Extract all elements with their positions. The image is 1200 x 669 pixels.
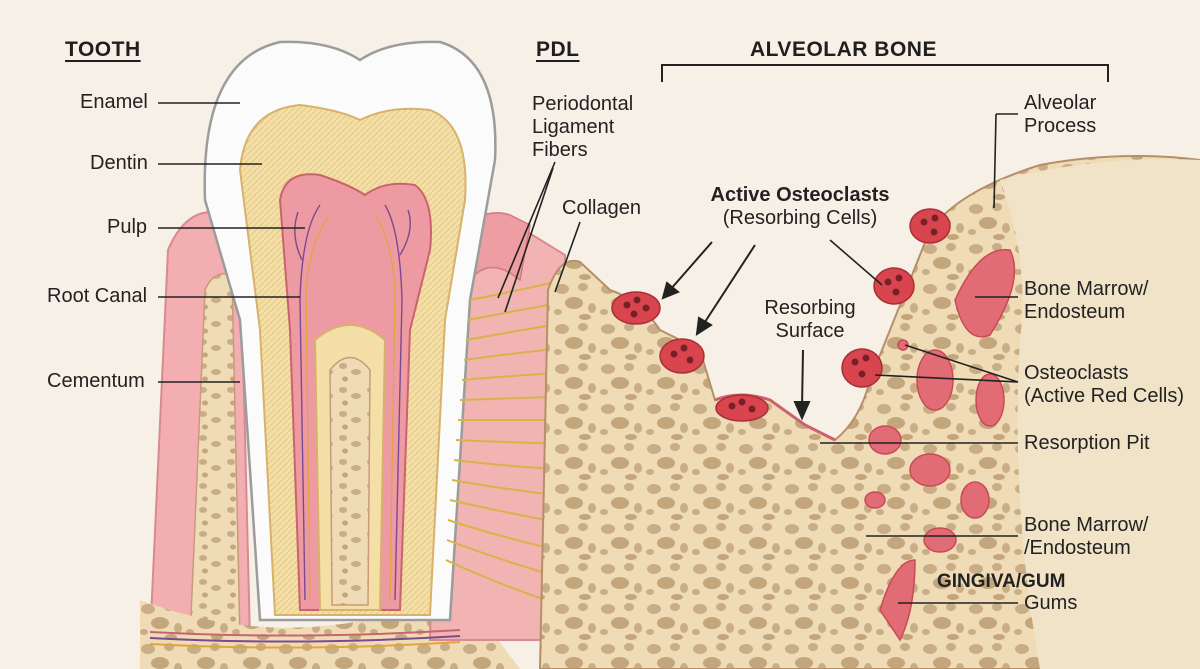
header-pdl: PDL <box>536 38 580 61</box>
marrow-spaces <box>864 248 1016 642</box>
label-pdl-fibers-line1: Periodontal <box>532 93 634 115</box>
label-resorbing-surface: Resorbing Surface <box>745 297 875 343</box>
label-osteoclasts-red-line1: Osteoclasts <box>1024 362 1129 384</box>
label-resorbing-surface-line1: Resorbing <box>764 297 856 319</box>
label-bone-marrow-2-line2: /Endosteum <box>1024 537 1131 559</box>
label-gingiva-sub: Gums <box>1024 592 1078 614</box>
header-tooth: TOOTH <box>65 38 141 61</box>
label-gingiva-title: GINGIVA/GUM <box>937 571 1066 592</box>
label-alveolar-process-line2: Process <box>1024 115 1097 137</box>
header-alveolar-bone: ALVEOLAR BONE <box>750 38 937 61</box>
label-dentin: Dentin <box>90 152 148 174</box>
label-osteoclasts-red-line2: (Active Red Cells) <box>1024 385 1185 407</box>
pulp-vessels <box>294 204 411 601</box>
label-bone-marrow-2: Bone Marrow/ /Endosteum <box>1024 514 1149 560</box>
label-root-canal: Root Canal <box>47 285 148 307</box>
label-bone-marrow-1-line1: Bone Marrow/ <box>1024 278 1149 300</box>
label-active-osteoclasts-sub: (Resorbing Cells) <box>722 207 878 229</box>
inner-root-bone <box>329 356 371 606</box>
label-collagen: Collagen <box>562 197 641 219</box>
label-pdl-fibers: Periodontal Ligament Fibers <box>532 93 633 162</box>
label-pdl-fibers-line2: Ligament <box>532 116 615 138</box>
label-pulp: Pulp <box>107 216 148 238</box>
arrows <box>661 241 811 421</box>
label-alveolar-process: Alveolar Process <box>1024 92 1096 138</box>
label-bone-marrow-1-line2: Endosteum <box>1024 301 1126 323</box>
osteoclast-nuclei <box>623 214 939 413</box>
label-resorbing-surface-line2: Surface <box>775 320 845 342</box>
alveolar-bracket <box>661 64 1109 82</box>
label-active-osteoclasts-title: Active Osteoclasts <box>710 184 890 206</box>
pulp-nerves <box>305 214 396 601</box>
label-resorption-pit: Resorption Pit <box>1024 432 1150 454</box>
label-pdl-fibers-line3: Fibers <box>532 139 588 161</box>
label-enamel: Enamel <box>80 91 148 113</box>
label-active-osteoclasts: Active Osteoclasts (Resorbing Cells) <box>695 184 905 230</box>
label-alveolar-process-line1: Alveolar <box>1024 92 1097 114</box>
leader-lines <box>158 102 1019 604</box>
cortical-bone <box>1000 159 1200 669</box>
label-bone-marrow-2-line1: Bone Marrow/ <box>1024 514 1149 536</box>
osteoclast-cells <box>611 208 951 422</box>
label-osteoclasts-red: Osteoclasts (Active Red Cells) <box>1024 362 1184 408</box>
label-bone-marrow-1: Bone Marrow/ Endosteum <box>1024 278 1149 324</box>
label-cementum: Cementum <box>47 370 145 392</box>
base-vessels <box>149 629 461 649</box>
